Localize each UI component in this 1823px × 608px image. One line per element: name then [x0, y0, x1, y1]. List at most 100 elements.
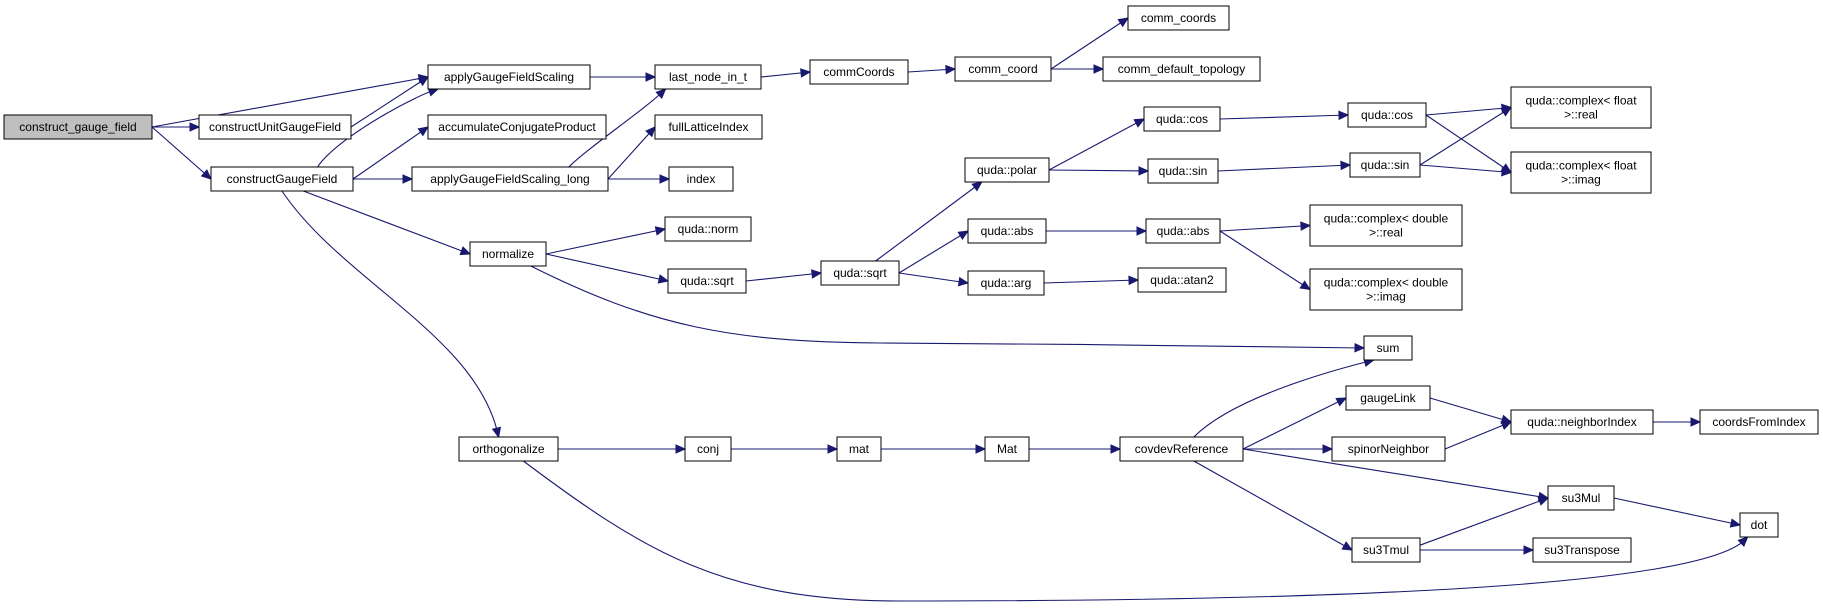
edge-apply-gauge-field-scaling-long-to-last-node-in-t	[568, 88, 667, 168]
edge-quda-sqrt-b-to-quda-arg	[898, 272, 970, 287]
edge-quda-cos-a-to-quda-cos-b	[1219, 110, 1350, 121]
node-sum[interactable]: sum	[1363, 335, 1413, 361]
node-box	[836, 436, 882, 462]
edge-covdev-reference-to-gauge-link	[1242, 397, 1348, 450]
edge-line	[1219, 230, 1311, 290]
edge-line	[1444, 421, 1512, 450]
node-dot[interactable]: dot	[1739, 512, 1779, 538]
node-construct-gauge-field[interactable]: constructGaugeField	[210, 166, 354, 192]
arrowhead	[1500, 106, 1513, 117]
arrowhead	[1110, 444, 1122, 454]
node-su3mul[interactable]: su3Mul	[1547, 485, 1615, 511]
edge-quda-polar-to-quda-sin-a	[1048, 166, 1150, 176]
edge-line	[898, 230, 969, 274]
node-quda-abs-a[interactable]: quda::abs	[967, 218, 1047, 244]
node-box	[1127, 5, 1230, 31]
node-box	[809, 59, 909, 85]
node-spinor-neighbor[interactable]: spinorNeighbor	[1331, 436, 1446, 462]
node-quda-sqrt-b[interactable]: quda::sqrt	[820, 260, 900, 286]
node-label: covdevReference	[1135, 442, 1229, 456]
node-quda-cos-b[interactable]: quda::cos	[1347, 102, 1427, 128]
node-quda-sqrt-a[interactable]: quda::sqrt	[667, 268, 747, 294]
edge-quda-sin-b-to-cf-real	[1419, 106, 1513, 166]
edge-su3mul-to-dot	[1613, 497, 1742, 528]
node-comm-coords[interactable]: comm_coords	[1127, 5, 1230, 31]
node-quda-abs-b[interactable]: quda::abs	[1145, 218, 1221, 244]
node-mat[interactable]: Mat	[984, 436, 1030, 462]
node-apply-gauge-field-scaling-long[interactable]: applyGaugeFieldScaling_long	[411, 166, 609, 192]
node-comm-default-topology[interactable]: comm_default_topology	[1102, 56, 1261, 82]
arrowhead	[1136, 226, 1148, 236]
edge-quda-sqrt-b-to-quda-polar	[875, 181, 983, 262]
node-quda-sin-b[interactable]: quda::sin	[1349, 152, 1421, 178]
node-quda-polar[interactable]: quda::polar	[964, 157, 1050, 183]
node-label: quda::sqrt	[680, 274, 734, 288]
node-comm-coord[interactable]: comm_coord	[954, 56, 1052, 82]
node-apply-gauge-field-scaling[interactable]: applyGaugeFieldScaling	[427, 64, 591, 90]
arrowhead	[971, 181, 983, 192]
edge-quda-abs-a-to-quda-abs-b	[1046, 226, 1148, 236]
node-label: quda::complex< float	[1525, 94, 1637, 108]
node-box	[654, 64, 762, 90]
node-quda-norm[interactable]: quda::norm	[664, 216, 752, 242]
arrowhead	[189, 122, 201, 132]
node-box	[667, 268, 747, 294]
node-box	[1739, 512, 1779, 538]
edge-line	[1425, 106, 1512, 116]
node-quda-arg[interactable]: quda::arg	[967, 270, 1045, 296]
node-gauge-link[interactable]: gaugeLink	[1345, 385, 1431, 411]
node-quda-cos-a[interactable]: quda::cos	[1143, 106, 1221, 132]
edge-line	[303, 190, 471, 255]
node-coords-from-index[interactable]: coordsFromIndex	[1699, 409, 1819, 435]
node-quda-atan2[interactable]: quda::atan2	[1137, 267, 1227, 293]
node-label: index	[687, 172, 716, 186]
node-cf-real[interactable]: quda::complex< float>::real	[1510, 86, 1652, 129]
node-construct-unit-gauge-field[interactable]: constructUnitGaugeField	[198, 114, 352, 140]
arrowhead	[1338, 110, 1350, 121]
arrowhead	[957, 230, 970, 241]
edge-line	[151, 126, 212, 180]
edge-line	[1419, 164, 1512, 174]
node-index[interactable]: index	[668, 166, 734, 192]
edge-orthogonalize-to-conj	[558, 444, 687, 454]
node-box	[427, 114, 607, 140]
edge-line	[1429, 397, 1512, 423]
node-box	[1137, 267, 1227, 293]
node-mat[interactable]: mat	[836, 436, 882, 462]
node-quda-sin-a[interactable]: quda::sin	[1147, 158, 1219, 184]
node-label: dot	[1751, 518, 1768, 532]
node-label: Mat	[997, 442, 1018, 456]
node-su3transpose[interactable]: su3Transpose	[1532, 537, 1632, 563]
node-conj[interactable]: conj	[684, 436, 732, 462]
node-quda-neighbor-index[interactable]: quda::neighborIndex	[1510, 409, 1654, 435]
node-last-node-in-t[interactable]: last_node_in_t	[654, 64, 762, 90]
arrowhead	[675, 444, 687, 454]
node-construct-gauge-field[interactable]: construct_gauge_field	[3, 114, 153, 140]
node-su3tmul[interactable]: su3Tmul	[1351, 537, 1421, 563]
node-normalize[interactable]: normalize	[469, 241, 547, 267]
edge-line	[1419, 107, 1512, 166]
node-box	[1510, 86, 1652, 129]
node-box	[1309, 268, 1463, 311]
arrowhead	[957, 276, 970, 287]
edge-line	[1217, 164, 1351, 172]
edge-gauge-link-to-quda-neighbor-index	[1429, 397, 1513, 424]
arrowhead	[1335, 397, 1348, 407]
edge-comm-coord-to-comm-coords	[1050, 17, 1130, 70]
node-box	[654, 114, 763, 140]
node-cd-imag[interactable]: quda::complex< double>::imag	[1309, 268, 1463, 311]
node-box	[820, 260, 900, 286]
node-comm-coords[interactable]: commCoords	[809, 59, 909, 85]
node-covdev-reference[interactable]: covdevReference	[1119, 436, 1244, 462]
arrowhead	[1729, 518, 1742, 528]
node-box	[664, 216, 752, 242]
node-label: quda::abs	[981, 224, 1034, 238]
node-full-lattice-index[interactable]: fullLatticeIndex	[654, 114, 763, 140]
node-orthogonalize[interactable]: orthogonalize	[458, 436, 559, 462]
node-label: su3Transpose	[1544, 543, 1620, 557]
node-cf-imag[interactable]: quda::complex< float>::imag	[1510, 151, 1652, 194]
node-accumulate-conjugate-product[interactable]: accumulateConjugateProduct	[427, 114, 607, 140]
node-cd-real[interactable]: quda::complex< double>::real	[1309, 204, 1463, 247]
edge-quda-polar-to-quda-cos-a	[1048, 118, 1146, 171]
arrowhead	[945, 64, 957, 75]
